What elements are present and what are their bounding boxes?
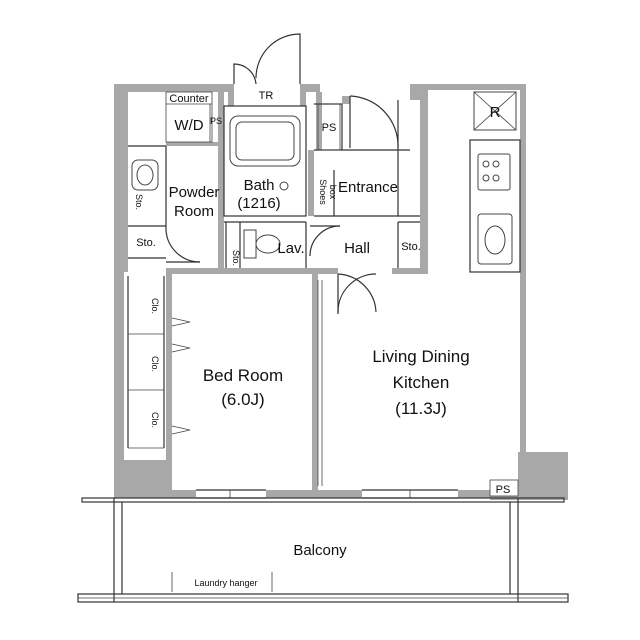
fixtures (131, 91, 517, 265)
bed-room-label: Bed Room (203, 366, 283, 385)
refrigerator-label: R (490, 104, 501, 121)
entrance-label: Entrance (338, 179, 398, 196)
wd-label: W/D (174, 117, 203, 134)
sto-mid-left-label: Sto. (136, 237, 156, 249)
balcony-label: Balcony (293, 542, 347, 559)
doors (165, 33, 399, 314)
sto-left-label: Sto. (134, 194, 144, 210)
bath-size: (1216) (237, 195, 280, 212)
ps-bottom-label: PS (496, 484, 511, 496)
ldk-label-2: Kitchen (393, 373, 450, 392)
counter-label: Counter (169, 93, 208, 105)
bath-name: Bath (244, 177, 275, 194)
powder-room-label-2: Room (174, 203, 214, 220)
closet-2-label: Clo. (150, 356, 160, 372)
shoes-box-label-1: Shoes (318, 179, 328, 205)
hall-label: Hall (344, 240, 370, 257)
closet-3-label: Clo. (150, 412, 160, 428)
lav-label: Lav. (277, 240, 304, 257)
sto-lav-label: Sto. (231, 250, 241, 266)
ps-top-label: PS (210, 116, 222, 126)
walls (114, 84, 568, 500)
sto-hall-label: Sto. (401, 241, 421, 253)
interior-lines (77, 91, 569, 603)
ps-right-label: PS (322, 122, 337, 134)
bed-room-size: (6.0J) (221, 390, 264, 409)
powder-room-label-1: Powder (169, 184, 220, 201)
ldk-size: (11.3J) (395, 399, 447, 418)
closet-1-label: Clo. (150, 298, 160, 314)
laundry-hanger-label: Laundry hanger (194, 578, 257, 588)
tr-label: TR (259, 90, 274, 102)
labels: TR Counter W/D PS PS PS Bath (1216) Powd… (134, 90, 510, 588)
shoes-box-label-2: box (328, 185, 338, 200)
ldk-label-1: Living Dining (372, 347, 469, 366)
